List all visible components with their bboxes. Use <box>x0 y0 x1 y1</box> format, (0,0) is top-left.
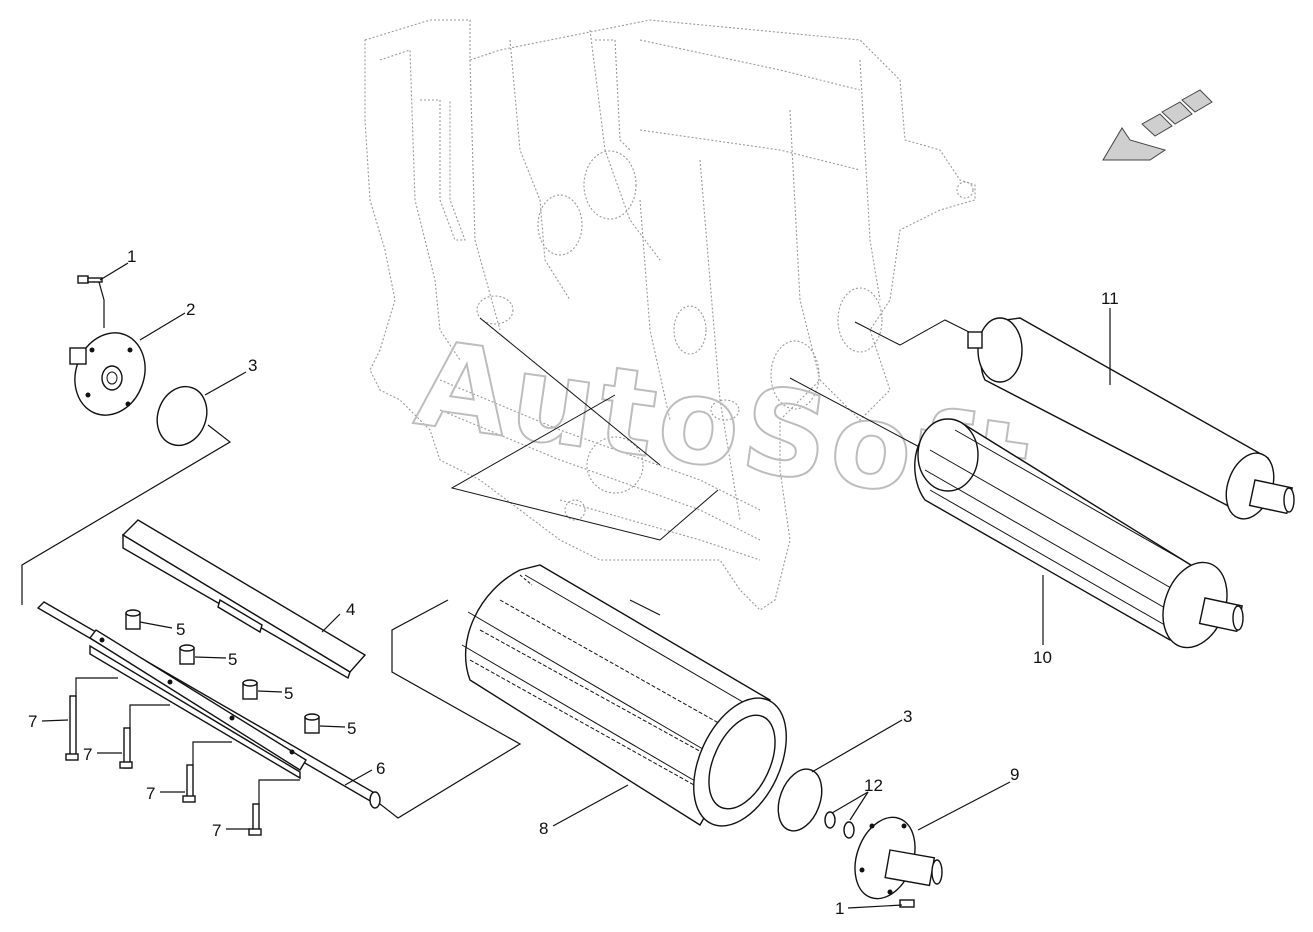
part-o-ring-left <box>156 385 208 447</box>
callout-4: 4 <box>346 600 355 619</box>
callout-11: 11 <box>1101 289 1119 308</box>
callout-1-bottom: 1 <box>835 899 844 918</box>
callout-7-c: 7 <box>146 784 155 803</box>
part-wedge-bar <box>121 519 367 680</box>
leader-lines <box>21 262 1111 909</box>
part-small-ring-2 <box>843 821 855 839</box>
assembly-center-lines <box>450 317 976 541</box>
part-stub-shaft-flange <box>854 816 943 900</box>
part-bushing-2 <box>179 644 195 665</box>
part-bolt-small-bottom <box>899 899 915 908</box>
part-bolt-1 <box>65 695 79 761</box>
part-o-ring-right <box>777 768 823 832</box>
callout-8: 8 <box>539 819 548 838</box>
part-ribbed-roller <box>914 418 1244 649</box>
callout-10: 10 <box>1033 648 1052 667</box>
callout-12: 12 <box>864 776 883 795</box>
callout-3-right: 3 <box>903 707 912 726</box>
part-flange-left <box>69 332 146 416</box>
part-bushing-1 <box>125 609 141 630</box>
callout-7-a: 7 <box>28 712 37 731</box>
callout-5-a: 5 <box>176 620 185 639</box>
direction-arrow-icon <box>1102 89 1213 161</box>
part-bolt-2 <box>119 727 133 769</box>
callout-6: 6 <box>376 759 385 778</box>
callout-5-c: 5 <box>284 684 293 703</box>
callout-3-left: 3 <box>248 356 257 375</box>
callout-5-d: 5 <box>347 719 356 738</box>
part-bolt-small-left <box>77 275 103 284</box>
part-bushing-3 <box>242 679 258 700</box>
part-toothed-roller <box>461 564 787 827</box>
part-bushing-4 <box>304 713 320 734</box>
callout-2: 2 <box>186 300 195 319</box>
callout-9: 9 <box>1010 765 1019 784</box>
part-bolt-3 <box>182 764 196 803</box>
part-smooth-roller <box>967 317 1295 520</box>
callout-7-b: 7 <box>83 745 92 764</box>
part-bolt-4 <box>248 803 262 836</box>
callout-1-top: 1 <box>127 247 136 266</box>
part-small-ring-1 <box>824 811 836 829</box>
part-shaft-bar <box>36 601 381 809</box>
callout-7-d: 7 <box>212 821 221 840</box>
ghost-frame-assembly <box>364 19 976 611</box>
callout-5-b: 5 <box>228 650 237 669</box>
